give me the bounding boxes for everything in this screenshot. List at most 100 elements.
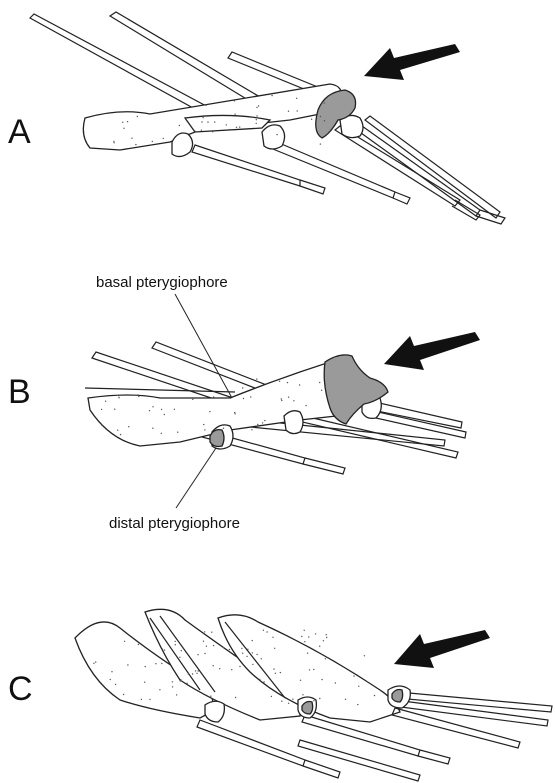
fin-ray-line xyxy=(85,388,235,392)
stipple-dot xyxy=(328,657,329,658)
stipple-dot xyxy=(188,673,189,674)
joint xyxy=(205,701,224,722)
stipple-dot xyxy=(300,680,301,681)
stipple-dot xyxy=(111,671,112,672)
stipple-dot xyxy=(256,378,257,379)
stipple-dot xyxy=(197,654,198,655)
stipple-dot xyxy=(152,141,153,142)
stipple-dot xyxy=(213,665,214,666)
joint xyxy=(172,133,193,157)
stipple-dot xyxy=(123,128,124,129)
fin-ray xyxy=(350,121,480,216)
stipple-dot xyxy=(179,125,180,126)
stipple-dot xyxy=(299,384,300,385)
stipple-dot xyxy=(162,649,163,650)
stipple-dot xyxy=(213,396,214,397)
stipple-dot xyxy=(243,398,244,399)
stipple-dot xyxy=(256,123,257,124)
distal-pterygiophore xyxy=(210,430,224,447)
stipple-dot xyxy=(264,420,265,421)
stipple-dot xyxy=(231,669,232,670)
stipple-dot xyxy=(364,655,365,656)
stipple-dot xyxy=(195,670,196,671)
stipple-dot xyxy=(204,429,205,430)
stipple-dot xyxy=(242,653,243,654)
stipple-dot xyxy=(304,641,305,642)
stipple-dot xyxy=(251,429,252,430)
stipple-dot xyxy=(214,121,215,122)
stipple-dot xyxy=(263,630,264,631)
stipple-dot xyxy=(203,424,204,425)
stipple-dot xyxy=(234,114,235,115)
stipple-dot xyxy=(174,409,175,410)
stipple-dot xyxy=(242,387,243,388)
stipple-dot xyxy=(276,134,277,135)
stipple-dot xyxy=(297,110,298,111)
pointer-arrow xyxy=(384,332,480,370)
stipple-dot xyxy=(113,141,114,142)
stipple-dot xyxy=(122,122,123,123)
stipple-dot xyxy=(210,696,211,697)
stipple-dot xyxy=(175,644,176,645)
stipple-dot xyxy=(273,668,274,669)
stipple-dot xyxy=(261,658,262,659)
stipple-dot xyxy=(304,630,305,631)
stipple-dot xyxy=(309,669,310,670)
stipple-dot xyxy=(198,670,199,671)
stipple-dot xyxy=(176,694,177,695)
stipple-dot xyxy=(319,646,320,647)
stipple-dot xyxy=(246,656,247,657)
fin-ray xyxy=(30,14,210,114)
distal-leader-line xyxy=(176,448,216,508)
stipple-dot xyxy=(259,679,260,680)
stipple-dot xyxy=(115,684,116,685)
stipple-dot xyxy=(288,703,289,704)
stipple-dot xyxy=(374,695,375,696)
fin-ray xyxy=(197,720,305,766)
stipple-dot xyxy=(163,138,164,139)
stipple-dot xyxy=(138,396,139,397)
joint xyxy=(262,125,285,149)
stipple-dot xyxy=(257,424,258,425)
panel-a: A xyxy=(8,12,505,224)
stipple-dot xyxy=(357,704,358,705)
stipple-dot xyxy=(141,699,142,700)
stipple-dot xyxy=(223,647,224,648)
fin-ray-tip xyxy=(300,180,325,194)
stipple-dot xyxy=(325,658,326,659)
stipple-dot xyxy=(137,394,138,395)
stipple-dot xyxy=(252,664,253,665)
bone-segment xyxy=(185,115,270,132)
stipple-dot xyxy=(335,682,336,683)
panel-c-letter: C xyxy=(8,670,33,708)
stipple-dot xyxy=(128,426,129,427)
stipple-dot xyxy=(177,432,178,433)
fin-ray xyxy=(298,740,420,781)
stipple-dot xyxy=(172,681,173,682)
stipple-dot xyxy=(192,673,193,674)
stipple-dot xyxy=(345,699,346,700)
stipple-dot xyxy=(152,406,153,407)
stipple-dot xyxy=(234,412,235,413)
stipple-dot xyxy=(323,640,324,641)
joint xyxy=(284,411,303,434)
stipple-dot xyxy=(164,649,165,650)
fin-ray xyxy=(372,402,462,428)
panel-b: B basal pterygiophore distal pterygiopho… xyxy=(8,274,480,532)
stipple-dot xyxy=(118,397,119,398)
stipple-dot xyxy=(250,396,251,397)
stipple-dot xyxy=(236,127,237,128)
panel-b-letter: B xyxy=(8,373,31,411)
fin-ray-tip xyxy=(418,750,450,764)
stipple-dot xyxy=(101,409,102,410)
stipple-dot xyxy=(204,631,205,632)
stipple-dot xyxy=(308,636,309,637)
stipple-dot xyxy=(206,105,207,106)
stipple-dot xyxy=(201,130,202,131)
stipple-dot xyxy=(196,673,197,674)
stipple-dot xyxy=(281,400,282,401)
stipple-dot xyxy=(247,649,248,650)
stipple-dot xyxy=(262,422,263,423)
stipple-dot xyxy=(313,669,314,670)
stipple-dot xyxy=(117,430,118,431)
